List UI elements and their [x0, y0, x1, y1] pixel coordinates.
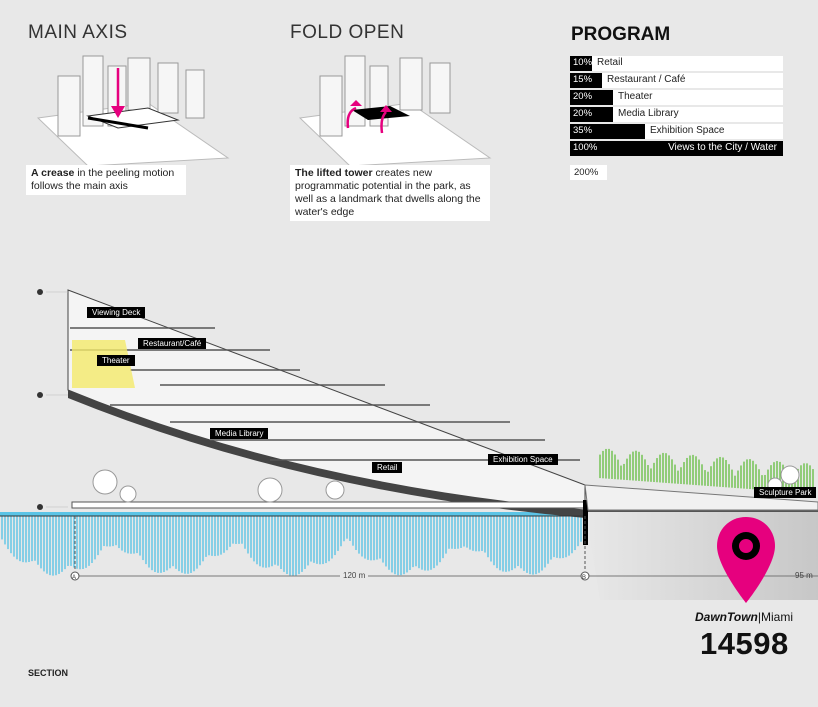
- section-label-restaurant: Restaurant/Café: [138, 338, 207, 349]
- main-axis-caption: A crease in the peeling motion follows t…: [26, 165, 186, 195]
- grid-label-b: B: [582, 575, 586, 581]
- program-bar: [570, 90, 613, 105]
- program-pct: 20%: [573, 108, 593, 119]
- level-marker: [37, 289, 43, 295]
- program-row-views: 100% Views to the City / Water: [570, 141, 783, 156]
- program-pct: 15%: [573, 74, 593, 85]
- program-row-theater: 20% Theater: [570, 90, 783, 105]
- brand-name: DawnTown|Miami: [695, 610, 794, 624]
- program-bar: [570, 73, 602, 88]
- program-label: Theater: [618, 91, 653, 102]
- program-label: Restaurant / Café: [607, 74, 686, 85]
- grid-label-a: A: [72, 575, 76, 581]
- program-bar: [570, 107, 613, 122]
- program-pct: 10%: [573, 57, 593, 68]
- fold-open-caption: The lifted tower creates new programmati…: [290, 165, 490, 221]
- main-axis-diagram: [36, 55, 230, 166]
- map-pin-icon: [717, 517, 775, 603]
- program-row-retail: 10% Retail: [570, 56, 783, 71]
- level-marker: [37, 392, 43, 398]
- section-label-exhibition: Exhibition Space: [488, 454, 558, 465]
- program-bar: [570, 124, 645, 139]
- section-label-viewing-deck: Viewing Deck: [87, 307, 146, 318]
- grid-marker-b: [580, 571, 590, 581]
- program-pct: 100%: [573, 142, 598, 153]
- program-bar: [570, 56, 592, 71]
- program-bar: [570, 141, 783, 156]
- program-extra-pct: 200%: [570, 165, 607, 180]
- level-marker: [37, 504, 43, 510]
- project-code: 14598: [700, 626, 789, 661]
- building-section: A B: [0, 289, 818, 600]
- program-title: PROGRAM: [571, 24, 671, 45]
- program-label: Exhibition Space: [650, 125, 725, 136]
- diagram-title-main-axis: MAIN AXIS: [28, 22, 128, 43]
- section-footer-label: SECTION: [28, 668, 69, 678]
- program-row-exhibition: 35% Exhibition Space: [570, 124, 783, 139]
- program-row-restaurant: 15% Restaurant / Café: [570, 73, 783, 88]
- fold-open-diagram: [298, 55, 492, 166]
- program-label: Media Library: [618, 108, 679, 119]
- program-label: Views to the City / Water: [668, 142, 777, 153]
- diagram-title-fold-open: FOLD OPEN: [290, 22, 405, 43]
- dimension-95m: 95 m: [795, 571, 813, 580]
- program-label: Retail: [597, 57, 623, 68]
- program-row-media-library: 20% Media Library: [570, 107, 783, 122]
- section-label-sculpture-park: Sculpture Park: [754, 487, 817, 498]
- dimension-120m: 120 m: [340, 571, 369, 580]
- section-label-theater: Theater: [97, 355, 135, 366]
- grid-marker-a: [70, 571, 80, 581]
- program-pct: 20%: [573, 91, 593, 102]
- program-pct: 35%: [573, 125, 593, 136]
- section-label-media-library: Media Library: [210, 428, 269, 439]
- section-label-retail: Retail: [372, 462, 403, 473]
